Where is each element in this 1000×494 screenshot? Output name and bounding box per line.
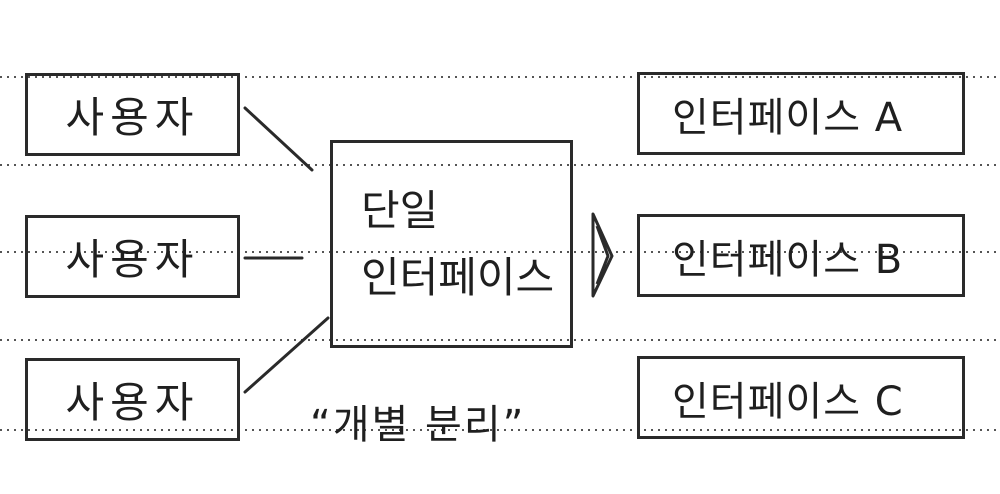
user-label: 사용자 — [65, 378, 200, 427]
connector-user1 — [243, 106, 314, 172]
single-interface-line2: 인터페이스 — [361, 253, 555, 302]
interface-c-box: 인터페이스 C — [637, 356, 965, 439]
user-box: 사용자 — [25, 215, 240, 298]
ruled-lines — [0, 76, 1000, 431]
single-interface-line1: 단일 — [361, 185, 439, 235]
interface-a-label: 인터페이스 A — [672, 94, 904, 141]
connector-user3 — [243, 316, 330, 394]
interface-a-box: 인터페이스 A — [637, 72, 965, 155]
caption-text: “개별 분리” — [310, 402, 526, 448]
user-box: 사용자 — [25, 73, 240, 156]
user-label: 사용자 — [65, 235, 200, 284]
interface-b-label: 인터페이스 B — [672, 236, 904, 283]
interface-c-label: 인터페이스 C — [672, 378, 904, 425]
single-interface-box: 단일 인터페이스 — [330, 140, 573, 348]
arrow-right-icon — [591, 212, 614, 298]
interface-b-box: 인터페이스 B — [637, 214, 965, 297]
user-label: 사용자 — [65, 93, 200, 142]
user-box: 사용자 — [25, 358, 240, 441]
